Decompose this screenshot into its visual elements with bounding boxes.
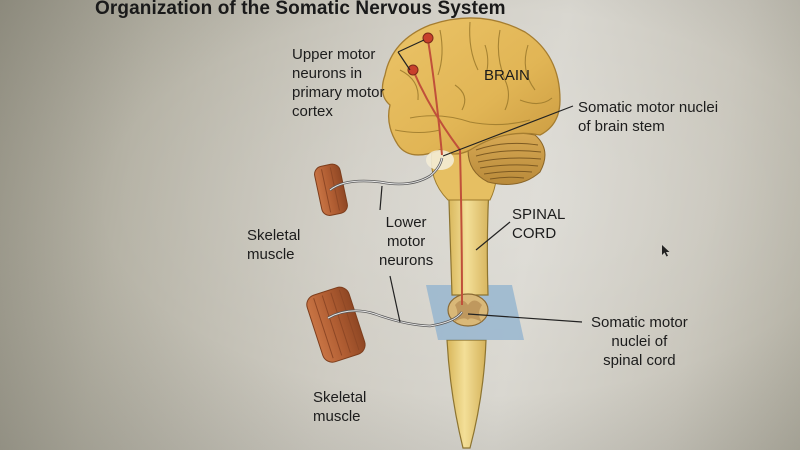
cerebellum-folia [475, 142, 542, 180]
upper-motor-neuron-2 [407, 64, 419, 76]
lower-motor-axons [327, 157, 464, 328]
label-brain: BRAIN [484, 67, 530, 84]
cerebrum-sulci [394, 21, 553, 134]
leader-lines [379, 39, 583, 323]
cerebrum [381, 17, 561, 156]
upper-motor-axons [412, 39, 463, 306]
spinal-cord-lower [446, 339, 487, 449]
label-spinal-nuclei: Somatic motor nuclei of spinal cord [591, 314, 688, 369]
skeletal-muscle-lower-graphic [306, 286, 366, 363]
gray-matter [454, 300, 482, 322]
mouse-pointer-icon [662, 245, 670, 257]
label-skeletal-muscle-lower: Skeletal muscle [313, 389, 367, 425]
label-brainstem-nuclei: Somatic motor nuclei of brain stem [578, 99, 719, 135]
label-skeletal-muscle-upper: Skeletal muscle [247, 227, 301, 263]
diagram-title: Organization of the Somatic Nervous Syst… [95, 0, 506, 19]
upper-motor-neuron-1 [422, 32, 434, 44]
label-spinal-cord: SPINAL CORD [512, 206, 566, 242]
label-upper-motor-neurons: Upper motor neurons in primary motor cor… [292, 46, 385, 120]
label-lower-motor-neurons: Lower motor neurons [379, 214, 434, 269]
